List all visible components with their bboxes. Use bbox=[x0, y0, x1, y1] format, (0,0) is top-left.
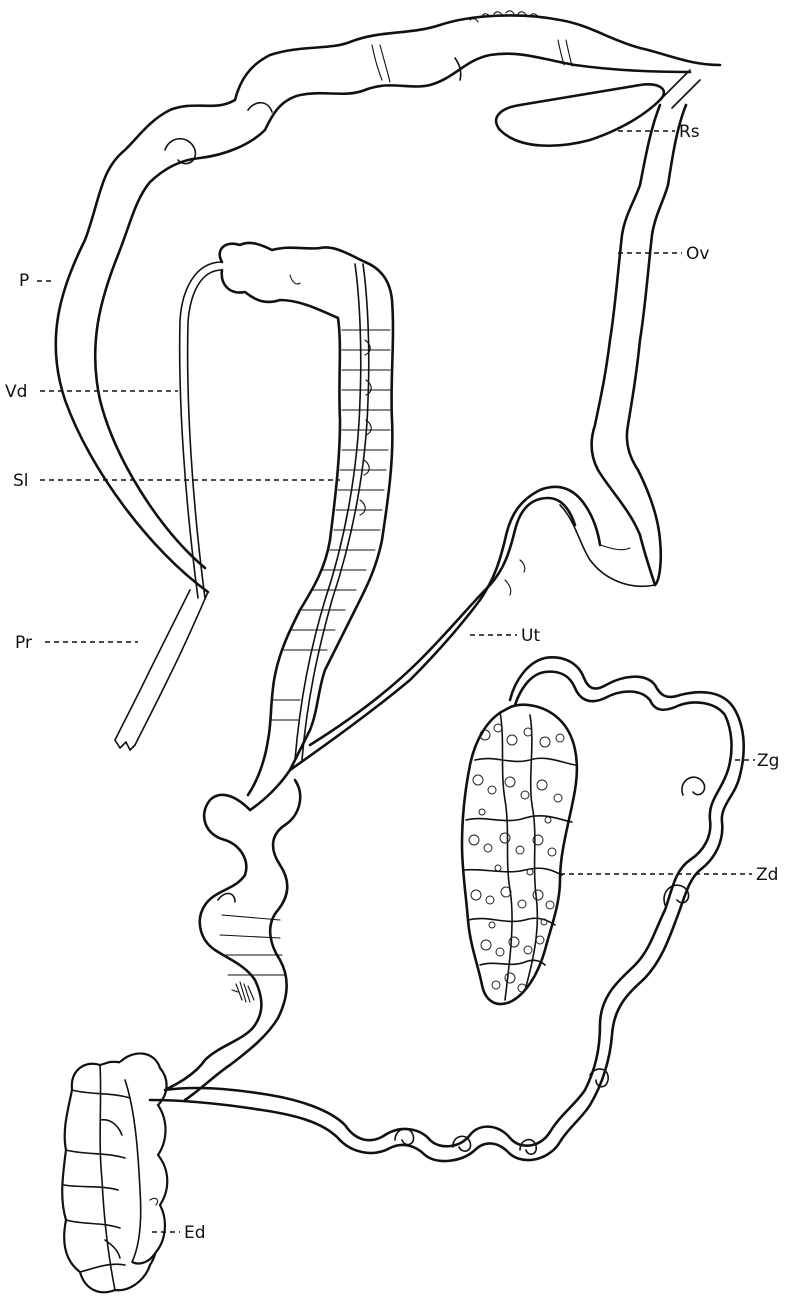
receptaculum-seminis bbox=[496, 70, 700, 146]
label-sl: Sl bbox=[13, 471, 29, 491]
label-p: P bbox=[19, 271, 29, 291]
oviduct bbox=[560, 105, 686, 586]
label-ov: Ov bbox=[686, 244, 709, 264]
label-vd: Vd bbox=[5, 382, 27, 402]
label-rs: Rs bbox=[679, 122, 700, 142]
label-ed: Ed bbox=[184, 1223, 206, 1243]
zwitterdruse-gland bbox=[462, 705, 577, 1004]
label-zg: Zg bbox=[757, 751, 779, 771]
label-ut: Ut bbox=[521, 626, 540, 646]
hermaphrodite-duct bbox=[165, 780, 300, 1100]
label-zd: Zd bbox=[756, 865, 778, 885]
gland-cells bbox=[469, 724, 564, 992]
label-pr: Pr bbox=[15, 633, 32, 653]
zwittergang-duct bbox=[150, 657, 744, 1161]
penis-structure bbox=[56, 11, 720, 750]
uterus bbox=[290, 487, 600, 770]
albumen-gland bbox=[62, 1053, 167, 1292]
